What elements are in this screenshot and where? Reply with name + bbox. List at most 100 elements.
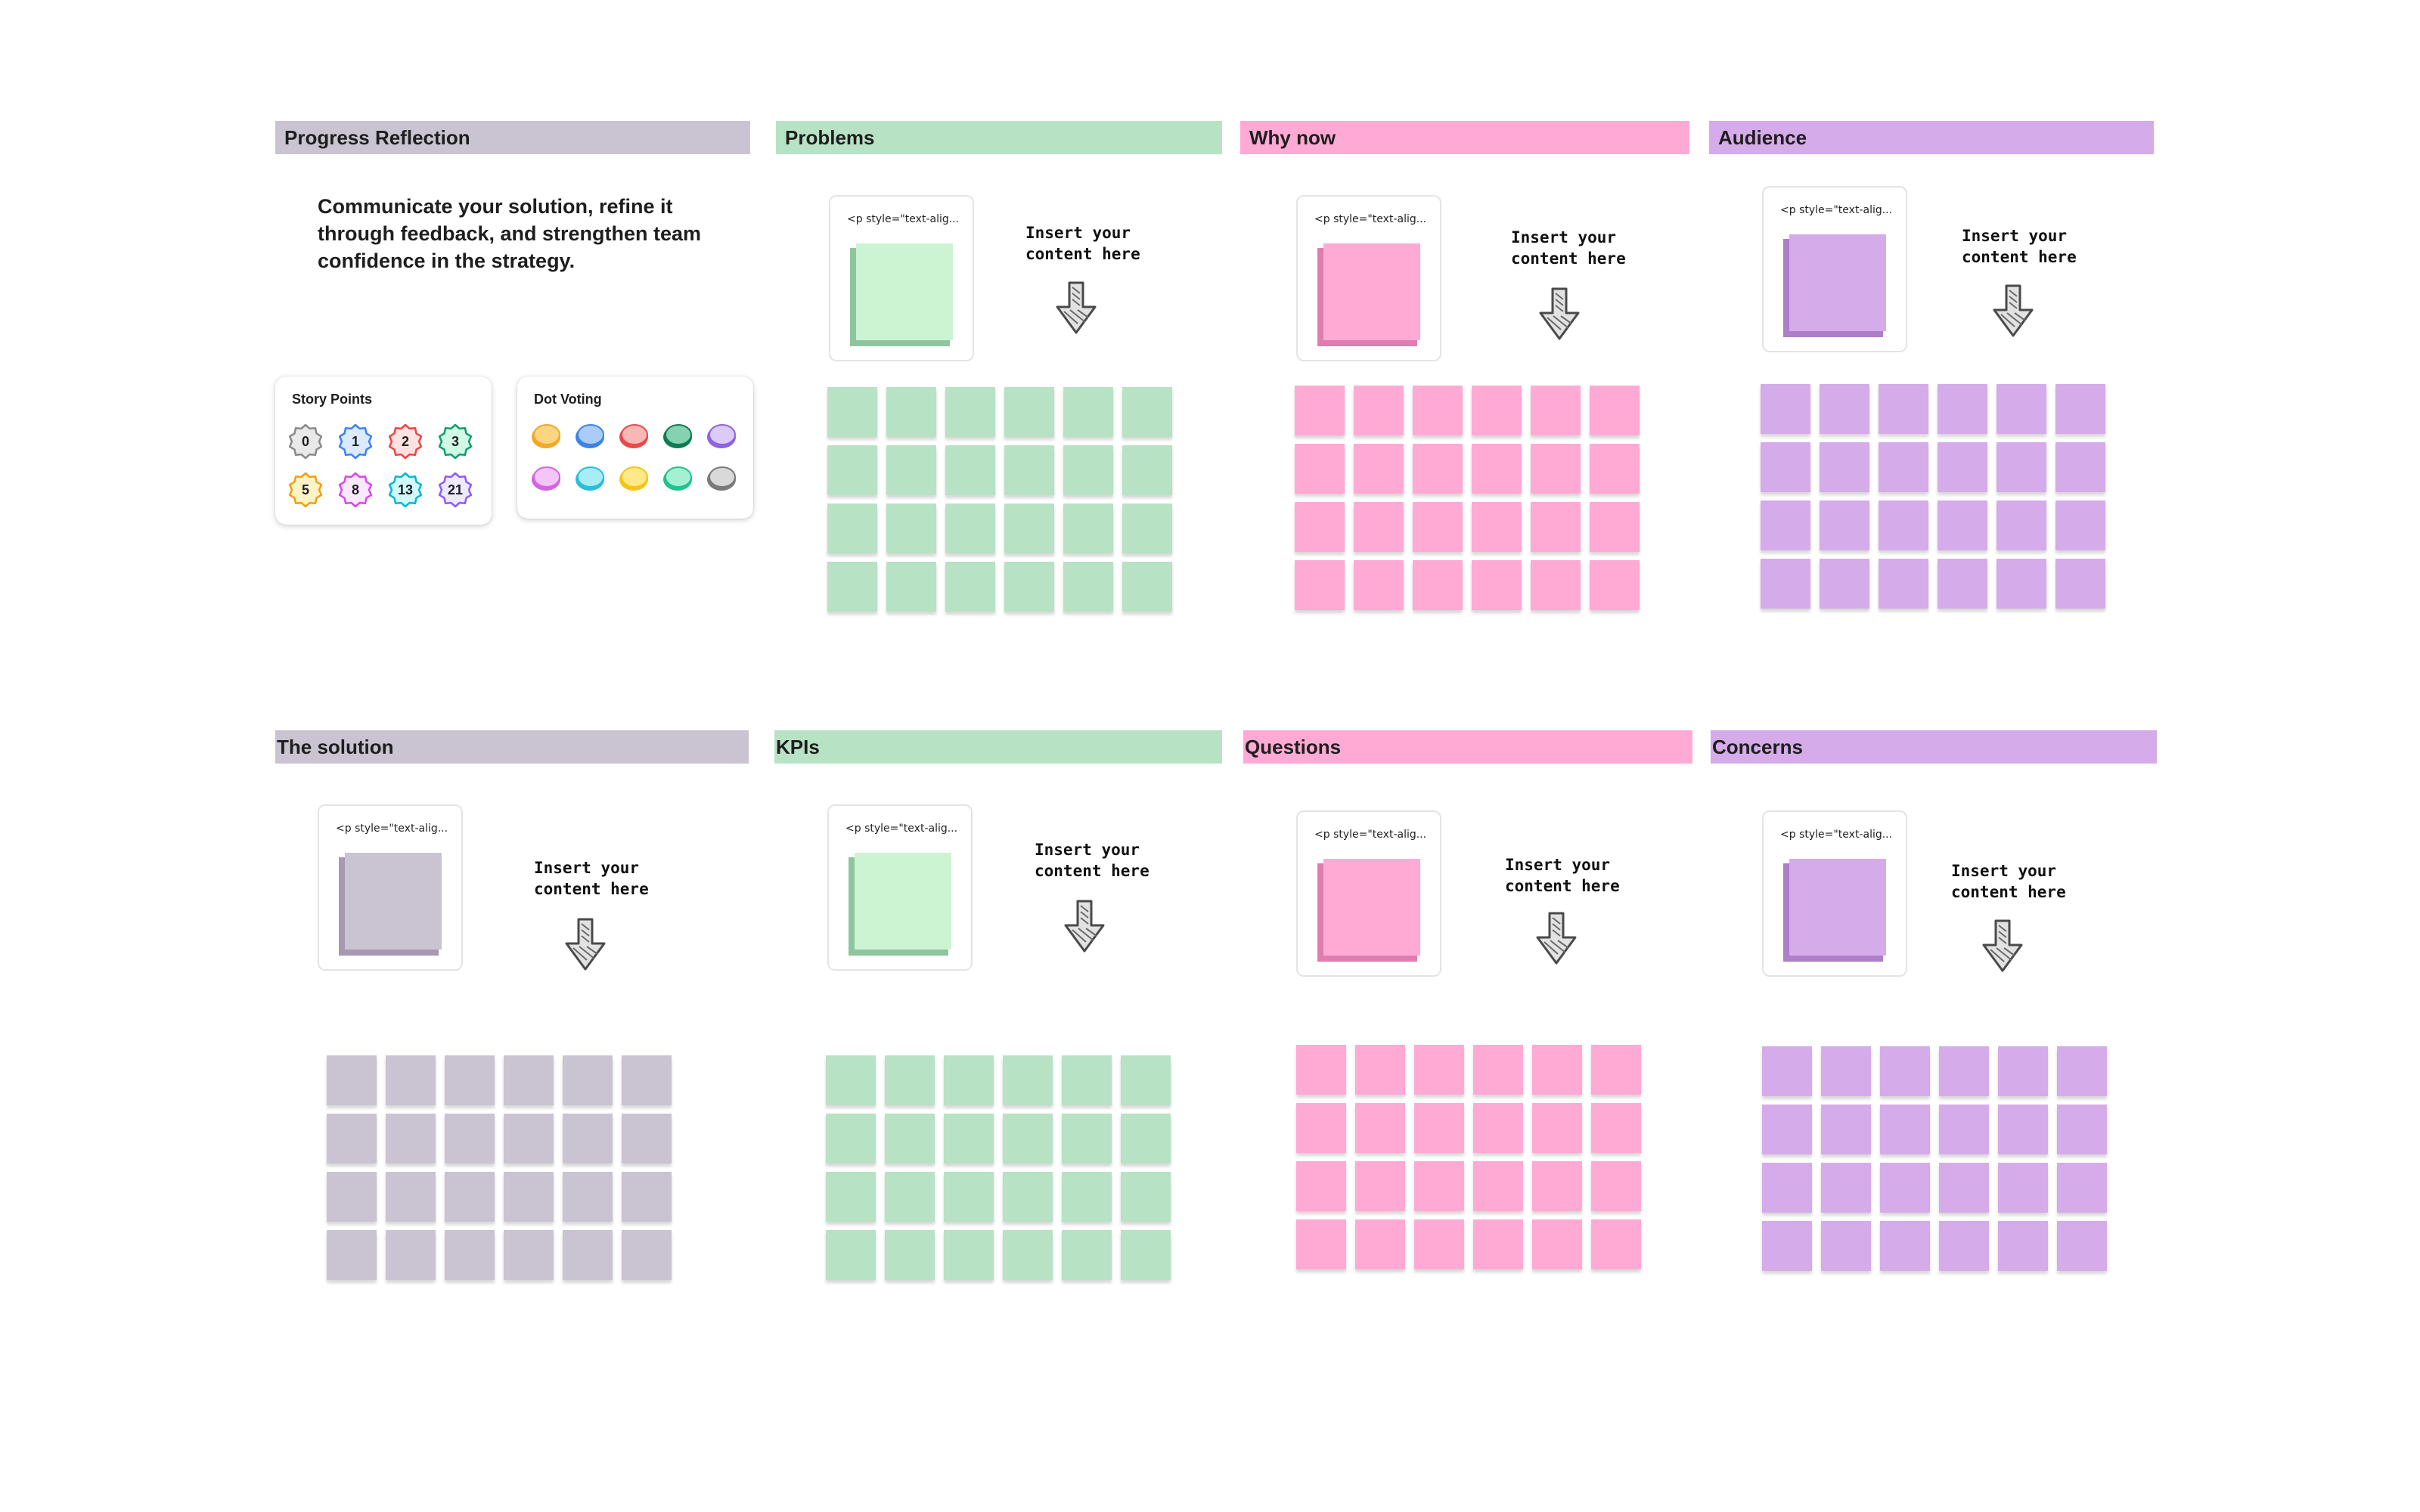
sticky-note[interactable] bbox=[1063, 503, 1113, 553]
sticky-note[interactable] bbox=[2057, 1105, 2107, 1154]
sticky-note[interactable] bbox=[504, 1055, 554, 1105]
story-point-badge[interactable]: 21 bbox=[437, 472, 473, 508]
sticky-note[interactable] bbox=[1998, 1221, 2048, 1271]
voting-dot[interactable] bbox=[661, 463, 694, 493]
sticky-note[interactable] bbox=[1821, 1221, 1871, 1271]
sticky-note[interactable] bbox=[1762, 1221, 1812, 1271]
sticky-note[interactable] bbox=[622, 1230, 672, 1280]
header-questions[interactable]: Questions bbox=[1243, 730, 1692, 764]
sticky-note[interactable] bbox=[944, 1172, 994, 1222]
sticky-note[interactable] bbox=[1591, 1103, 1641, 1153]
sticky-note[interactable] bbox=[1295, 502, 1345, 552]
sticky-note[interactable] bbox=[1590, 444, 1640, 494]
sticky-note[interactable] bbox=[1821, 1046, 1871, 1096]
voting-dot[interactable] bbox=[617, 420, 650, 451]
dot-voting-panel[interactable]: Dot Voting bbox=[517, 376, 753, 519]
sticky-note[interactable] bbox=[1004, 562, 1054, 612]
template-card-problems[interactable]: <p style="text-alig... bbox=[829, 195, 974, 361]
sticky-note[interactable] bbox=[1472, 502, 1522, 552]
sticky-note[interactable] bbox=[1880, 1163, 1930, 1213]
sticky-note[interactable] bbox=[2057, 1046, 2107, 1096]
sticky-note[interactable] bbox=[1003, 1114, 1053, 1163]
sticky-note[interactable] bbox=[563, 1172, 613, 1222]
sticky-note[interactable] bbox=[1590, 502, 1640, 552]
sticky-note[interactable] bbox=[1532, 1161, 1582, 1211]
sticky-note[interactable] bbox=[622, 1114, 672, 1163]
story-point-badge[interactable]: 0 bbox=[287, 423, 324, 460]
sticky-note[interactable] bbox=[1996, 559, 2046, 609]
sticky-note[interactable] bbox=[1062, 1114, 1112, 1163]
sticky-note[interactable] bbox=[1762, 1046, 1812, 1096]
sticky-note[interactable] bbox=[1880, 1105, 1930, 1154]
sticky-note[interactable] bbox=[1590, 560, 1640, 610]
sticky-note[interactable] bbox=[1939, 1105, 1989, 1154]
sticky-note[interactable] bbox=[327, 1114, 377, 1163]
header-the-solution[interactable]: The solution bbox=[275, 730, 749, 764]
sticky-note[interactable] bbox=[327, 1172, 377, 1222]
voting-dot[interactable] bbox=[705, 463, 738, 493]
sticky-note[interactable] bbox=[886, 445, 936, 495]
sticky-note[interactable] bbox=[1531, 444, 1581, 494]
sticky-note[interactable] bbox=[1938, 442, 1987, 492]
sticky-note[interactable] bbox=[944, 1055, 994, 1105]
header-progress-reflection[interactable]: Progress Reflection bbox=[275, 121, 750, 154]
sticky-note[interactable] bbox=[1532, 1103, 1582, 1153]
sticky-note[interactable] bbox=[1121, 1114, 1171, 1163]
sticky-note[interactable] bbox=[1820, 500, 1869, 550]
sticky-note[interactable] bbox=[1879, 384, 1928, 434]
sticky-note[interactable] bbox=[1414, 1103, 1464, 1153]
sticky-note[interactable] bbox=[827, 445, 877, 495]
sticky-note[interactable] bbox=[445, 1114, 495, 1163]
header-audience[interactable]: Audience bbox=[1709, 121, 2154, 154]
story-point-badge[interactable]: 2 bbox=[387, 423, 424, 460]
sticky-note[interactable] bbox=[1121, 1055, 1171, 1105]
sticky-note[interactable] bbox=[1354, 560, 1404, 610]
sticky-note[interactable] bbox=[1531, 560, 1581, 610]
header-why-now[interactable]: Why now bbox=[1240, 121, 1689, 154]
sticky-note[interactable] bbox=[886, 562, 936, 612]
template-card-concerns[interactable]: <p style="text-alig... bbox=[1762, 810, 1907, 977]
voting-dot[interactable] bbox=[529, 420, 563, 451]
sticky-note[interactable] bbox=[944, 1114, 994, 1163]
sticky-note[interactable] bbox=[1004, 503, 1054, 553]
sticky-note[interactable] bbox=[1062, 1172, 1112, 1222]
sticky-note[interactable] bbox=[2055, 500, 2105, 550]
sticky-note[interactable] bbox=[1122, 562, 1172, 612]
sticky-note[interactable] bbox=[885, 1230, 935, 1280]
sticky-note[interactable] bbox=[1761, 384, 1810, 434]
voting-dot[interactable] bbox=[705, 420, 738, 451]
sticky-note[interactable] bbox=[885, 1172, 935, 1222]
sticky-note[interactable] bbox=[1296, 1045, 1346, 1095]
sticky-note[interactable] bbox=[445, 1172, 495, 1222]
sticky-note[interactable] bbox=[327, 1230, 377, 1280]
sticky-note-stack[interactable] bbox=[1317, 859, 1420, 962]
sticky-note[interactable] bbox=[1938, 559, 1987, 609]
sticky-note[interactable] bbox=[1531, 502, 1581, 552]
sticky-note[interactable] bbox=[1472, 386, 1522, 435]
sticky-note[interactable] bbox=[1004, 387, 1054, 437]
sticky-note[interactable] bbox=[886, 387, 936, 437]
sticky-note[interactable] bbox=[1063, 445, 1113, 495]
sticky-note[interactable] bbox=[563, 1114, 613, 1163]
sticky-note[interactable] bbox=[1122, 445, 1172, 495]
template-card-audience[interactable]: <p style="text-alig... bbox=[1762, 186, 1907, 352]
sticky-note[interactable] bbox=[1295, 444, 1345, 494]
sticky-note[interactable] bbox=[1821, 1105, 1871, 1154]
sticky-note[interactable] bbox=[886, 503, 936, 553]
sticky-note[interactable] bbox=[1413, 386, 1463, 435]
sticky-note[interactable] bbox=[1939, 1046, 1989, 1096]
sticky-note[interactable] bbox=[1413, 560, 1463, 610]
sticky-note[interactable] bbox=[1354, 386, 1404, 435]
sticky-note[interactable] bbox=[327, 1055, 377, 1105]
sticky-note[interactable] bbox=[386, 1055, 436, 1105]
sticky-note[interactable] bbox=[1062, 1230, 1112, 1280]
sticky-note[interactable] bbox=[445, 1055, 495, 1105]
sticky-note[interactable] bbox=[1938, 500, 1987, 550]
sticky-note[interactable] bbox=[1762, 1163, 1812, 1213]
sticky-note[interactable] bbox=[1998, 1105, 2048, 1154]
story-point-badge[interactable]: 1 bbox=[337, 423, 374, 460]
sticky-note[interactable] bbox=[2055, 384, 2105, 434]
sticky-note[interactable] bbox=[1590, 386, 1640, 435]
sticky-note[interactable] bbox=[1939, 1221, 1989, 1271]
sticky-note[interactable] bbox=[945, 562, 995, 612]
